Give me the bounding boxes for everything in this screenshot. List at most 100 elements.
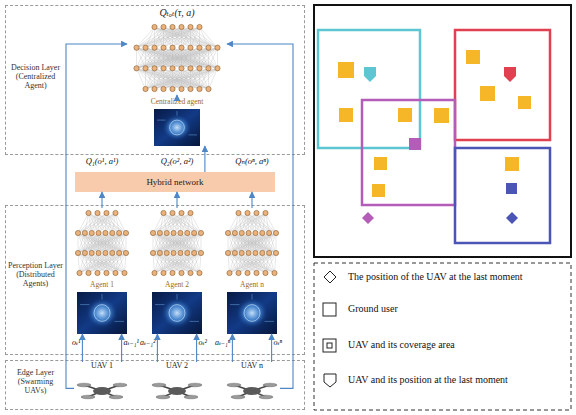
network-link [182, 48, 218, 69]
network-link [80, 253, 120, 273]
network-link [182, 27, 200, 48]
neural-network-icon [74, 208, 130, 278]
network-link [248, 253, 270, 273]
ground-user [434, 108, 449, 123]
network-neuron [122, 270, 127, 275]
network-link [153, 213, 173, 233]
network-neuron [188, 270, 193, 275]
network-link [137, 27, 200, 48]
network-link [155, 27, 209, 48]
centralized-agent: Centralized agent [146, 98, 208, 146]
legend-text: UAV and its position at the last moment [348, 374, 566, 386]
layer-band: Edge Layer (Swarming UAVs)UAV 1UAV 2UAV … [5, 360, 305, 410]
network-link [85, 253, 116, 273]
uav-previous-position [506, 212, 518, 224]
uav-node: UAV 1 [74, 362, 130, 406]
network-neuron [225, 250, 230, 255]
network-link [126, 233, 127, 253]
connector-arrow [101, 192, 102, 208]
node-label: UAV 1 [74, 362, 130, 371]
network-link [78, 233, 105, 253]
network-link [153, 233, 201, 253]
network-link [228, 233, 255, 253]
network-link [78, 233, 119, 253]
network-link [92, 253, 125, 273]
network-neuron [227, 270, 232, 275]
ground-user [518, 96, 531, 109]
network-link [98, 213, 120, 233]
network-link [137, 68, 155, 89]
uav-node: UAV n [224, 362, 280, 406]
network-link [239, 253, 263, 273]
network-neuron [170, 210, 175, 215]
uav-previous-position [362, 212, 374, 224]
network-link [85, 213, 107, 233]
network-link [137, 48, 164, 69]
network-neuron [239, 230, 244, 235]
network-neuron [179, 66, 184, 71]
brain-circuit [80, 294, 124, 321]
network-neuron [170, 24, 175, 29]
brain-background [152, 292, 202, 334]
network-link [92, 213, 107, 233]
network-link [155, 27, 200, 48]
network-link [228, 213, 257, 233]
network-link [153, 233, 201, 253]
network-link [98, 253, 99, 273]
neural-network-icon [127, 22, 227, 94]
network-link [266, 213, 270, 233]
network-link [173, 253, 202, 273]
network-link [153, 253, 155, 273]
network-link [155, 253, 195, 273]
network-link [89, 213, 120, 233]
network-link [200, 68, 218, 89]
network-neuron [197, 86, 202, 91]
network-link [182, 27, 209, 48]
network-link [217, 48, 218, 69]
network-link [180, 213, 181, 233]
network-link [116, 213, 120, 233]
network-link [262, 233, 276, 253]
network-link [89, 253, 120, 273]
brain-glow [161, 298, 193, 328]
drone-body [243, 387, 261, 395]
network-neuron [192, 230, 197, 235]
network-link [173, 48, 218, 69]
network-link [160, 233, 201, 253]
network-neuron [95, 210, 100, 215]
network-neuron [272, 270, 277, 275]
network-link [78, 233, 112, 253]
network-link [105, 213, 115, 233]
uav-last-position [364, 67, 376, 82]
network-neuron [113, 210, 118, 215]
network-link [194, 233, 201, 253]
connector-arrow [232, 334, 233, 362]
legend-shield-symbol [324, 374, 336, 387]
network-link [146, 68, 209, 89]
network-link [146, 68, 191, 89]
network-link [200, 27, 218, 48]
connector-arrow [196, 334, 197, 362]
network-link [78, 253, 80, 273]
network-link [228, 233, 255, 253]
network-link [116, 213, 127, 233]
network-link [249, 213, 266, 233]
network-link [85, 253, 125, 273]
network-neuron [215, 66, 220, 71]
network-neuron [267, 250, 272, 255]
network-link [249, 233, 276, 253]
ground-user [338, 62, 354, 78]
network-link [78, 233, 126, 253]
network-neuron [117, 230, 122, 235]
brain-core [169, 305, 185, 322]
network-link [137, 48, 164, 69]
drone-icon [224, 375, 280, 403]
network-link [146, 68, 173, 89]
network-link [112, 213, 115, 233]
network-link [146, 68, 200, 89]
network-neuron [157, 250, 162, 255]
network-link [248, 253, 256, 273]
network-neuron [254, 270, 259, 275]
network-link [248, 253, 249, 273]
